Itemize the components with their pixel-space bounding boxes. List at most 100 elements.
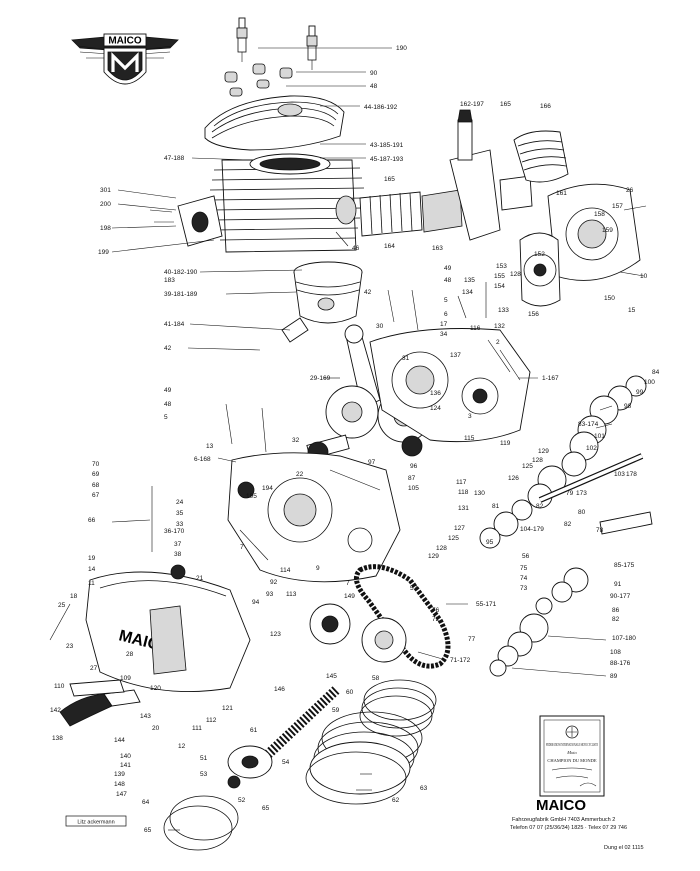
part-label: 117	[456, 479, 467, 486]
part-label: 152	[534, 251, 545, 258]
part-label: 90	[370, 70, 378, 77]
part-label: 103	[614, 471, 625, 478]
part-label: 113	[286, 591, 297, 598]
part-label: 124	[430, 405, 441, 412]
part-label: 32	[292, 437, 300, 444]
part-label: 76	[432, 607, 440, 614]
part-label: 52	[238, 797, 246, 804]
part-label: 61	[250, 727, 258, 734]
part-label: 96	[410, 463, 418, 470]
part-label: 24	[176, 499, 184, 506]
part-label: 48	[444, 277, 452, 284]
part-label: 67	[92, 492, 100, 499]
part-label: 68	[92, 482, 100, 489]
part-label: 155	[494, 273, 505, 280]
pressure-plate	[163, 686, 340, 851]
part-label: 118	[458, 489, 469, 496]
cert-line3: CHAMPION DU MONDE	[547, 758, 597, 763]
part-label: 165	[500, 101, 511, 108]
part-label: 28	[126, 651, 134, 658]
part-label: 26	[626, 187, 634, 194]
crankcase-left	[227, 452, 401, 583]
part-label: 158	[594, 211, 605, 218]
part-label: 148	[114, 781, 125, 788]
part-label: 147	[116, 791, 127, 798]
part-label: 35	[176, 510, 184, 517]
part-label: 301	[100, 187, 111, 194]
cylinder-head	[204, 95, 345, 151]
part-label: 37	[174, 541, 182, 548]
part-label: 128	[436, 545, 447, 552]
part-label: 173	[576, 490, 587, 497]
part-label: 62	[392, 797, 400, 804]
part-label: 42	[364, 289, 372, 296]
part-label: 157	[612, 203, 623, 210]
part-label: 73	[520, 585, 528, 592]
part-label: 30	[376, 323, 384, 330]
part-label: 49	[444, 265, 452, 272]
part-label: 131	[458, 505, 469, 512]
small-parts	[49, 205, 647, 641]
spark-plugs	[224, 17, 318, 97]
part-label: 92	[270, 579, 278, 586]
part-label: 7	[346, 580, 350, 587]
part-label: 120	[150, 685, 161, 692]
part-label: 25	[58, 602, 66, 609]
part-label: 126	[508, 475, 519, 482]
primary-chain	[353, 564, 451, 669]
part-label: 87	[408, 475, 416, 482]
part-label: 27	[90, 665, 98, 672]
part-label: 15	[628, 307, 636, 314]
part-label: 133	[498, 307, 509, 314]
part-label: 100	[644, 379, 655, 386]
part-label: 183	[164, 277, 175, 284]
part-label: 82	[612, 616, 620, 623]
cert-line2: Moto	[566, 750, 577, 755]
part-label: 130	[474, 490, 485, 497]
part-label: 64	[142, 799, 150, 806]
maico-logo: MAICO	[71, 33, 179, 85]
part-label: 91	[614, 581, 622, 588]
part-label: 159	[602, 227, 613, 234]
part-label: 36-170	[164, 528, 185, 535]
part-label: 161	[556, 190, 567, 197]
part-label: 111	[192, 725, 202, 732]
part-label: 154	[494, 283, 505, 290]
part-label: 128	[532, 457, 543, 464]
part-label: 125	[448, 535, 459, 542]
part-label: 164	[384, 243, 395, 250]
part-label: 81	[492, 503, 500, 510]
part-label: 142	[50, 707, 61, 714]
part-label: 1-167	[542, 375, 559, 382]
ignition-cover	[519, 183, 641, 307]
part-label: 129	[538, 448, 549, 455]
part-label: 195	[246, 493, 257, 500]
part-label: 19	[88, 555, 96, 562]
part-label: 83-174	[578, 421, 599, 428]
part-label: 51	[200, 755, 208, 762]
part-label: 74	[520, 575, 528, 582]
clutch-pack	[305, 603, 437, 805]
part-label: 95	[486, 539, 494, 546]
part-label: 66	[88, 517, 96, 524]
part-label: 57	[410, 585, 418, 592]
part-label: 150	[604, 295, 615, 302]
clutch-cover: MAICO	[85, 564, 251, 693]
part-label: 9	[316, 565, 320, 572]
part-label: 56	[522, 553, 530, 560]
part-label: 72	[432, 616, 440, 623]
part-label: 89	[610, 673, 618, 680]
part-label: 71-172	[450, 657, 471, 664]
part-label: 41-184	[164, 321, 185, 328]
part-label: 55-171	[476, 601, 497, 608]
part-label: 119	[500, 440, 511, 447]
part-label: 194	[262, 485, 273, 492]
part-label: 136	[430, 390, 441, 397]
part-label: 77	[468, 636, 476, 643]
part-label: 123	[270, 631, 281, 638]
part-label: 18	[70, 593, 78, 600]
part-label: 33	[176, 521, 184, 528]
footer-code: Dung el 02 1115	[604, 845, 644, 851]
part-label: 125	[522, 463, 533, 470]
part-label: 75	[520, 565, 528, 572]
